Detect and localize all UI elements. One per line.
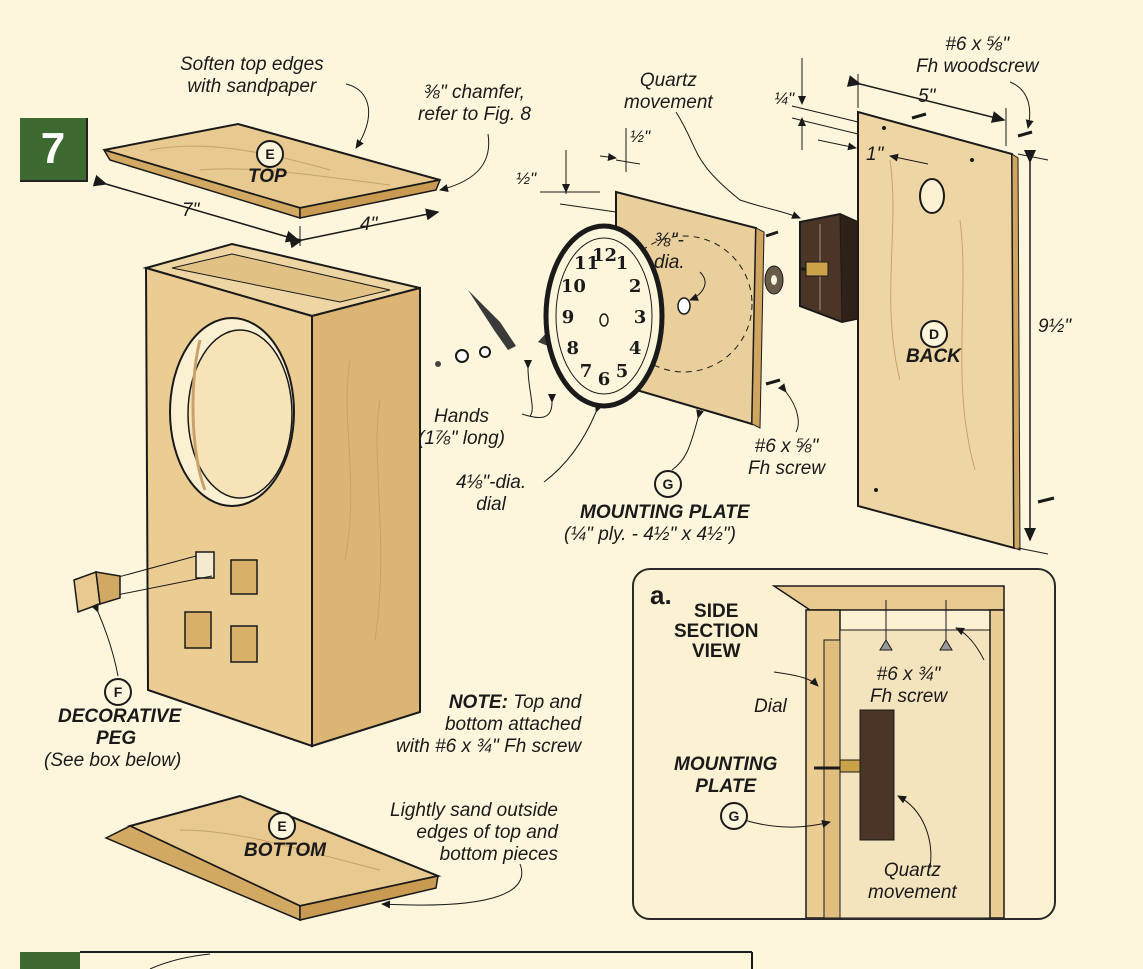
dial-number: 5: [615, 360, 629, 382]
peg-note: (See box below): [44, 750, 182, 771]
dial-number: 8: [566, 338, 580, 359]
inset-plate-letter: G: [720, 802, 748, 830]
dial-number: 6: [597, 369, 611, 390]
case-body: [142, 242, 421, 748]
dial-number: 4: [628, 338, 642, 359]
dim-back-height: 9½": [1038, 316, 1072, 337]
dim-plate-offset-a: ½": [630, 127, 651, 146]
dim-plate-offset-b: ½": [516, 169, 537, 188]
mounting-plate-letter: G: [654, 470, 682, 498]
bottom-piece: [104, 794, 442, 922]
inset-artwork: [743, 585, 1005, 918]
dial-number: 11: [574, 253, 600, 275]
figure-number-badge: 7: [20, 118, 88, 182]
dial-number: 3: [633, 307, 647, 328]
callout-hands: Hands(1⅞" long): [418, 406, 506, 449]
mounting-plate-label: MOUNTING PLATE: [580, 502, 750, 523]
dial-number: 7: [579, 360, 593, 382]
callout-chamfer: ⅜" chamfer,refer to Fig. 8: [418, 82, 531, 125]
dial-number: 2: [628, 276, 642, 297]
dim-top-width: 4": [360, 214, 378, 235]
callout-dial: 4⅛"-dia.dial: [456, 472, 527, 515]
top-letter: E: [256, 140, 284, 168]
callout-fh-screw: #6 x ⅝"Fh screw: [748, 436, 826, 479]
dim-back-edge-offset: ¼": [774, 89, 795, 108]
bottom-letter: E: [268, 812, 296, 840]
peg-letter: F: [104, 678, 132, 706]
peg-label-line2: PEG: [96, 728, 137, 749]
dim-back-hole-offset: 1": [866, 144, 884, 165]
assembly-note: NOTE: Top and bottom attached with #6 x …: [396, 692, 582, 757]
dial-number: 12: [592, 245, 618, 266]
inset-dial-label: Dial: [754, 696, 787, 717]
decorative-peg: [73, 555, 213, 677]
back-letter: D: [920, 320, 948, 348]
mounting-plate-spec: (¼" ply. - 4½" x 4½"): [564, 524, 736, 545]
callout-woodscrew: #6 x ⅝"Fh woodscrew: [916, 34, 1039, 77]
inset-screw-label: #6 x ¾"Fh screw: [870, 664, 948, 707]
dial-number: 10: [560, 276, 586, 297]
dim-back-width: 5": [918, 86, 936, 107]
clock-dial: [543, 223, 665, 409]
back-label: BACK: [906, 346, 961, 367]
callout-hole-dia: ⅜"-dia.: [654, 230, 685, 273]
bottom-label: BOTTOM: [244, 840, 326, 861]
peg-label-line1: DECORATIVE: [58, 706, 182, 727]
dial-number: 9: [561, 307, 575, 328]
dial-number: 1: [615, 253, 629, 275]
dim-top-length: 7": [182, 200, 200, 221]
inset-letter: a.: [650, 580, 672, 610]
top-label: TOP: [248, 166, 287, 187]
